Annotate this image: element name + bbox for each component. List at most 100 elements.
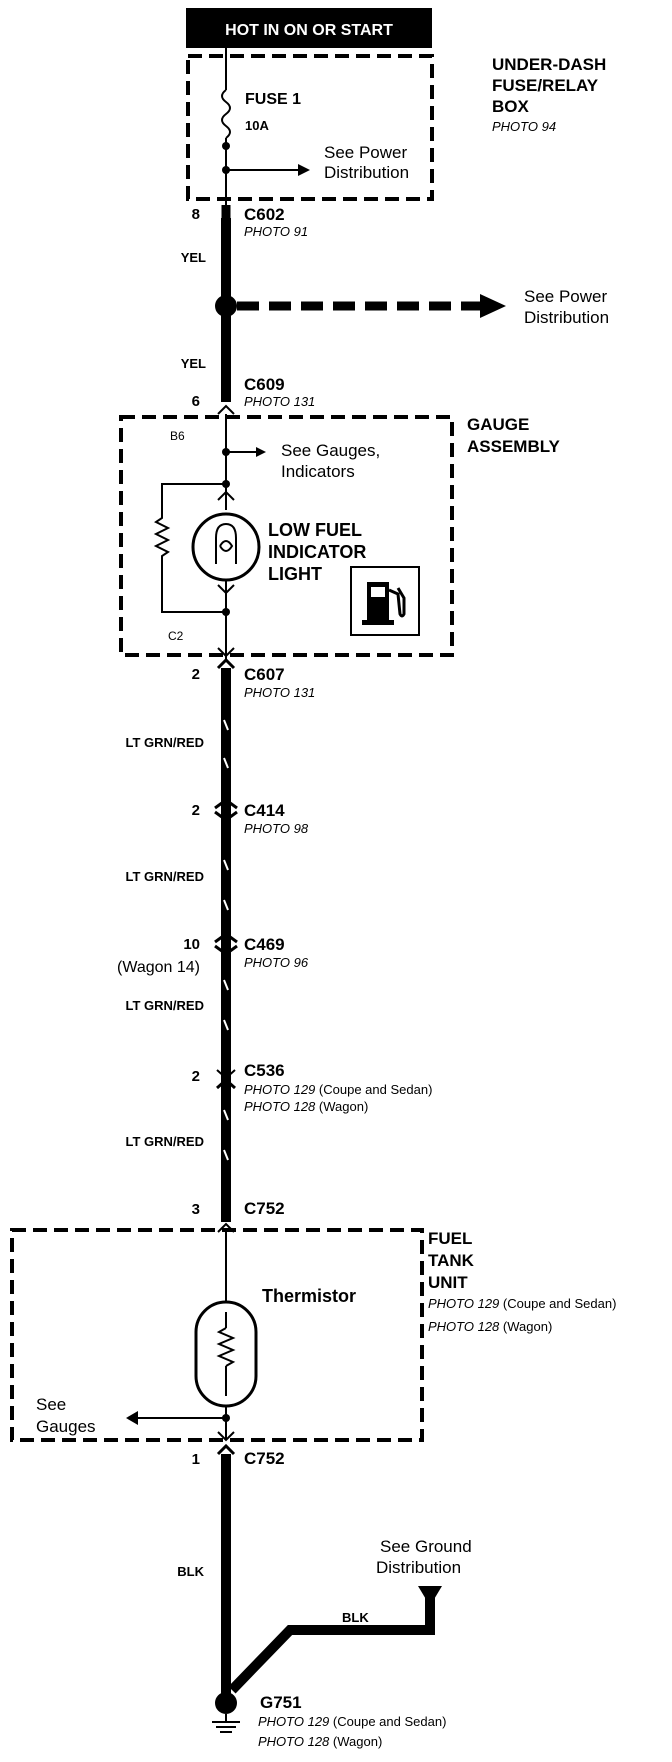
resistor-symbol xyxy=(153,483,226,613)
wire-label-blk-2: BLK xyxy=(342,1610,369,1625)
gauge-title-2: ASSEMBLY xyxy=(467,437,561,456)
wire-blk-ground-dist xyxy=(228,1588,435,1694)
ground-icon xyxy=(212,1714,240,1733)
power-source-label: HOT IN ON OR START xyxy=(225,22,393,39)
tank-title-3: UNIT xyxy=(428,1273,468,1292)
splice-see-1: See Power xyxy=(524,287,607,306)
tank-note-1: (Coupe and Sedan) xyxy=(503,1296,616,1311)
c609-pin: 6 xyxy=(192,393,200,410)
c607-photo: PHOTO 131 xyxy=(244,685,315,700)
c536-pin: 2 xyxy=(192,1068,200,1085)
c536-note-2: (Wagon) xyxy=(319,1099,368,1114)
ground-name: G751 xyxy=(260,1693,302,1712)
c414-name: C414 xyxy=(244,801,285,820)
connector-c536 xyxy=(216,1077,236,1090)
arrow-icon xyxy=(126,1411,138,1425)
arrow-icon xyxy=(298,164,310,176)
ground-dist-see-2: Distribution xyxy=(376,1558,461,1577)
connector-c752-bottom xyxy=(216,1443,236,1456)
splice-point xyxy=(215,295,237,317)
tank-photo-1: PHOTO 129 xyxy=(428,1296,499,1311)
gauge-title-1: GAUGE xyxy=(467,415,529,434)
tank-see-2: Gauges xyxy=(36,1417,96,1436)
tank-note-2: (Wagon) xyxy=(503,1319,552,1334)
svg-text:PHOTO 128 (Wagon): PHOTO 128 (Wagon) xyxy=(244,1099,368,1114)
c602-name: C602 xyxy=(244,205,285,224)
tank-photo-2: PHOTO 128 xyxy=(428,1319,500,1334)
wire-label-ltgrn-3: LT GRN/RED xyxy=(126,998,204,1013)
c469-pin: 10 xyxy=(183,936,200,953)
fuse-symbol xyxy=(221,89,231,139)
fuse-box-title-1: UNDER-DASH xyxy=(492,55,606,74)
c609-photo: PHOTO 131 xyxy=(244,394,315,409)
svg-text:PHOTO 129 (Coupe and Sedan): PHOTO 129 (Coupe and Sedan) xyxy=(244,1082,432,1097)
c414-photo: PHOTO 98 xyxy=(244,821,309,836)
arrow-icon xyxy=(480,294,506,318)
fuel-tank-unit-boundary xyxy=(10,1228,424,1442)
gauge-see-1: See Gauges, xyxy=(281,441,380,460)
ground-note-2: (Wagon) xyxy=(333,1734,382,1749)
c469-photo: PHOTO 96 xyxy=(244,955,309,970)
connector-c414 xyxy=(214,798,238,810)
gauge-assembly-boundary xyxy=(119,415,454,657)
c607-name: C607 xyxy=(244,665,285,684)
fuse-see-1: See Power xyxy=(324,143,407,162)
fuse-box-title-2: FUSE/RELAY xyxy=(492,76,599,95)
c469-name: C469 xyxy=(244,935,285,954)
wire-label-yel-2: YEL xyxy=(181,356,206,371)
connector-c469 xyxy=(214,932,238,944)
c607-pin: 2 xyxy=(192,666,200,683)
tank-title-2: TANK xyxy=(428,1251,475,1270)
c602-photo: PHOTO 91 xyxy=(244,224,308,239)
wire-stripe xyxy=(223,719,229,1161)
c602-pin: 8 xyxy=(192,206,200,223)
ground-point xyxy=(215,1692,237,1714)
ground-photo-2: PHOTO 128 xyxy=(258,1734,330,1749)
fuse-name: FUSE 1 xyxy=(245,91,301,108)
c536-photo-1: PHOTO 129 xyxy=(244,1082,315,1097)
svg-text:PHOTO 129 (Coupe and Sedan): PHOTO 129 (Coupe and Sedan) xyxy=(258,1714,446,1729)
fuse-box-photo: PHOTO 94 xyxy=(492,119,556,134)
c469-pin-alt: (Wagon 14) xyxy=(117,959,200,976)
c536-name: C536 xyxy=(244,1061,285,1080)
c414-pin: 2 xyxy=(192,802,200,819)
light-label-1: LOW FUEL xyxy=(268,520,362,540)
wire-label-blk-1: BLK xyxy=(177,1564,204,1579)
light-label-3: LIGHT xyxy=(268,564,322,584)
ground-dist-arrow-icon xyxy=(418,1586,442,1606)
light-label-2: INDICATOR xyxy=(268,542,366,562)
c609-name: C609 xyxy=(244,375,285,394)
c536-photo-2: PHOTO 128 xyxy=(244,1099,316,1114)
wire-label-ltgrn-1: LT GRN/RED xyxy=(126,735,204,750)
power-source-bar xyxy=(186,8,432,48)
connector-c607 xyxy=(216,657,236,670)
gauge-see-2: Indicators xyxy=(281,462,355,481)
wire-label-ltgrn-4: LT GRN/RED xyxy=(126,1134,204,1149)
c752-top-pin: 3 xyxy=(192,1201,200,1218)
tank-see-1: See xyxy=(36,1395,66,1414)
ground-note-1: (Coupe and Sedan) xyxy=(333,1714,446,1729)
thermistor-resistor xyxy=(216,1327,236,1367)
arrow-icon xyxy=(256,447,266,457)
fuse-see-2: Distribution xyxy=(324,163,409,182)
fuse-box-title-3: BOX xyxy=(492,97,530,116)
fuel-pump-icon xyxy=(350,566,420,636)
c752-bot-name: C752 xyxy=(244,1449,285,1468)
wire-label-ltgrn-2: LT GRN/RED xyxy=(126,869,204,884)
c752-bot-pin: 1 xyxy=(192,1451,200,1468)
svg-text:PHOTO 128 (Wagon): PHOTO 128 (Wagon) xyxy=(428,1319,552,1334)
gauge-pin-in: B6 xyxy=(170,429,185,443)
tank-title-1: FUEL xyxy=(428,1229,472,1248)
svg-text:PHOTO 128 (Wagon): PHOTO 128 (Wagon) xyxy=(258,1734,382,1749)
fuse-box-boundary xyxy=(186,54,434,201)
fuse-rating: 10A xyxy=(245,118,269,133)
gauge-pin-out: C2 xyxy=(168,629,184,643)
ground-photo-1: PHOTO 129 xyxy=(258,1714,329,1729)
ground-dist-see-1: See Ground xyxy=(380,1537,472,1556)
c536-note-1: (Coupe and Sedan) xyxy=(319,1082,432,1097)
connector-c609 xyxy=(217,404,235,415)
thermistor-label: Thermistor xyxy=(262,1286,356,1306)
c752-top-name: C752 xyxy=(244,1199,285,1218)
wire-label-yel-1: YEL xyxy=(181,250,206,265)
